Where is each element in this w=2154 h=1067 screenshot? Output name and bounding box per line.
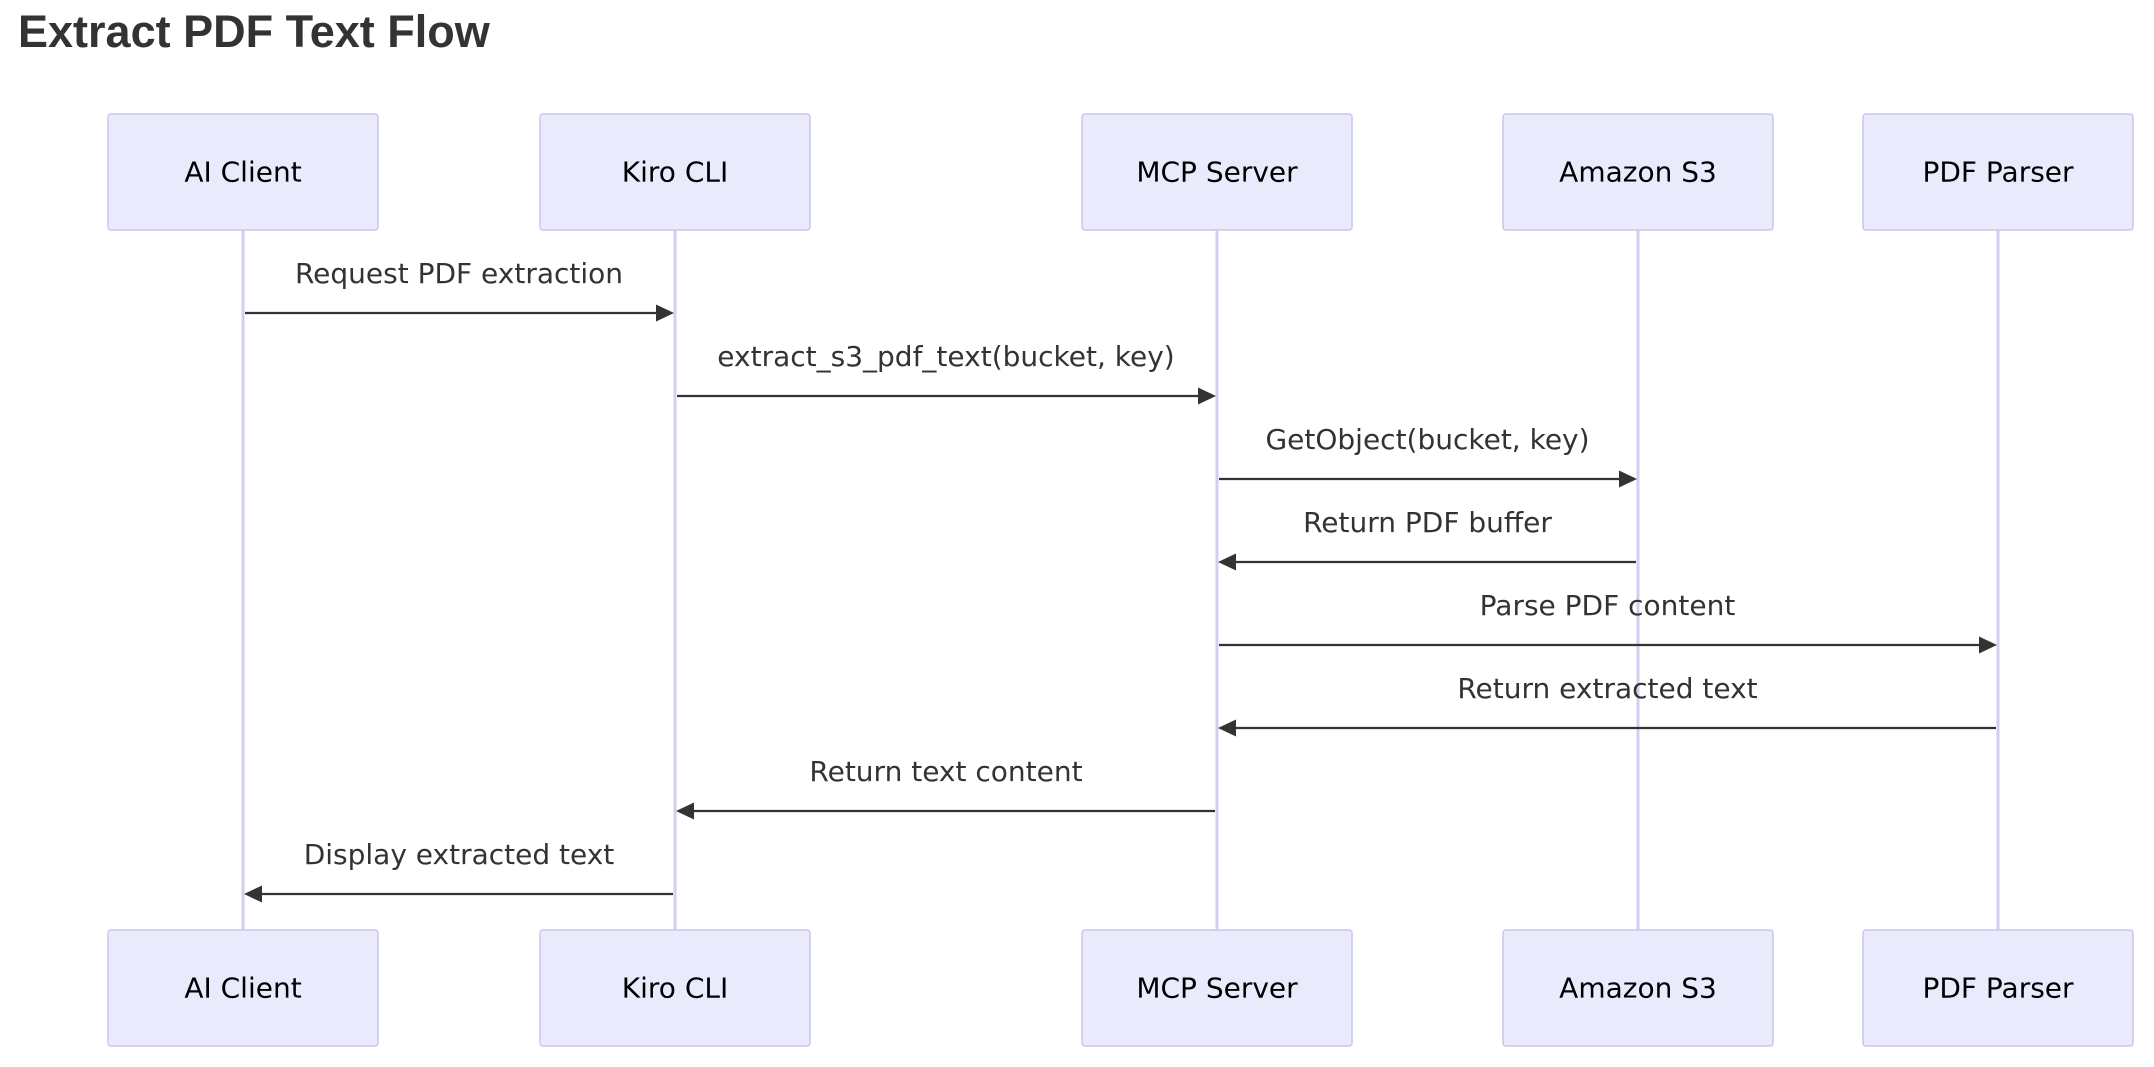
actor-box [1862, 113, 2134, 231]
message-1: Request PDF extraction [245, 257, 674, 322]
page-title: Extract PDF Text Flow [18, 6, 490, 57]
actor-kiro_cli-bottom: Kiro CLI [539, 929, 811, 1047]
actor-box [1081, 113, 1353, 231]
actor-label: PDF Parser [1922, 156, 2074, 189]
actor-amazon_s3-top: Amazon S3 [1502, 113, 1774, 231]
message-8: Display extracted text [244, 838, 673, 903]
actor-box [107, 929, 379, 1047]
message-label: Request PDF extraction [295, 257, 623, 290]
actor-label: AI Client [184, 972, 301, 1005]
actor-label: Kiro CLI [622, 156, 728, 189]
actor-ai_client-top: AI Client [107, 113, 379, 231]
actor-label: Amazon S3 [1559, 972, 1717, 1005]
actor-box [1862, 929, 2134, 1047]
message-5: Parse PDF content [1219, 589, 1997, 654]
message-label: GetObject(bucket, key) [1265, 423, 1589, 456]
actor-box [1502, 113, 1774, 231]
message-label: Return text content [809, 755, 1082, 788]
actor-label: Amazon S3 [1559, 156, 1717, 189]
message-label: extract_s3_pdf_text(bucket, key) [717, 340, 1174, 373]
message-label: Return PDF buffer [1303, 506, 1552, 539]
actor-ai_client-bottom: AI Client [107, 929, 379, 1047]
message-6: Return extracted text [1218, 672, 1996, 737]
actor-label: Kiro CLI [622, 972, 728, 1005]
message-3: GetObject(bucket, key) [1219, 423, 1637, 488]
arrowhead-icon [244, 885, 262, 903]
message-label: Parse PDF content [1480, 589, 1736, 622]
actor-kiro_cli-top: Kiro CLI [539, 113, 811, 231]
actor-box [107, 113, 379, 231]
message-4: Return PDF buffer [1218, 506, 1636, 571]
message-7: Return text content [676, 755, 1215, 820]
actor-label: MCP Server [1136, 156, 1298, 189]
arrowhead-icon [656, 304, 674, 322]
actor-label: PDF Parser [1922, 972, 2074, 1005]
actor-box [1502, 929, 1774, 1047]
arrowhead-icon [1218, 553, 1236, 571]
arrowhead-icon [1198, 387, 1216, 405]
arrowhead-icon [1979, 636, 1997, 654]
actor-label: MCP Server [1136, 972, 1298, 1005]
message-label: Display extracted text [304, 838, 615, 871]
actor-label: AI Client [184, 156, 301, 189]
actor-box [539, 113, 811, 231]
actor-pdf_parser-top: PDF Parser [1862, 113, 2134, 231]
actor-box [539, 929, 811, 1047]
actor-mcp_server-top: MCP Server [1081, 113, 1353, 231]
arrowhead-icon [1218, 719, 1236, 737]
message-label: Return extracted text [1457, 672, 1757, 705]
actor-pdf_parser-bottom: PDF Parser [1862, 929, 2134, 1047]
arrowhead-icon [676, 802, 694, 820]
actor-amazon_s3-bottom: Amazon S3 [1502, 929, 1774, 1047]
actor-mcp_server-bottom: MCP Server [1081, 929, 1353, 1047]
message-2: extract_s3_pdf_text(bucket, key) [677, 340, 1216, 405]
actor-box [1081, 929, 1353, 1047]
arrowhead-icon [1619, 470, 1637, 488]
